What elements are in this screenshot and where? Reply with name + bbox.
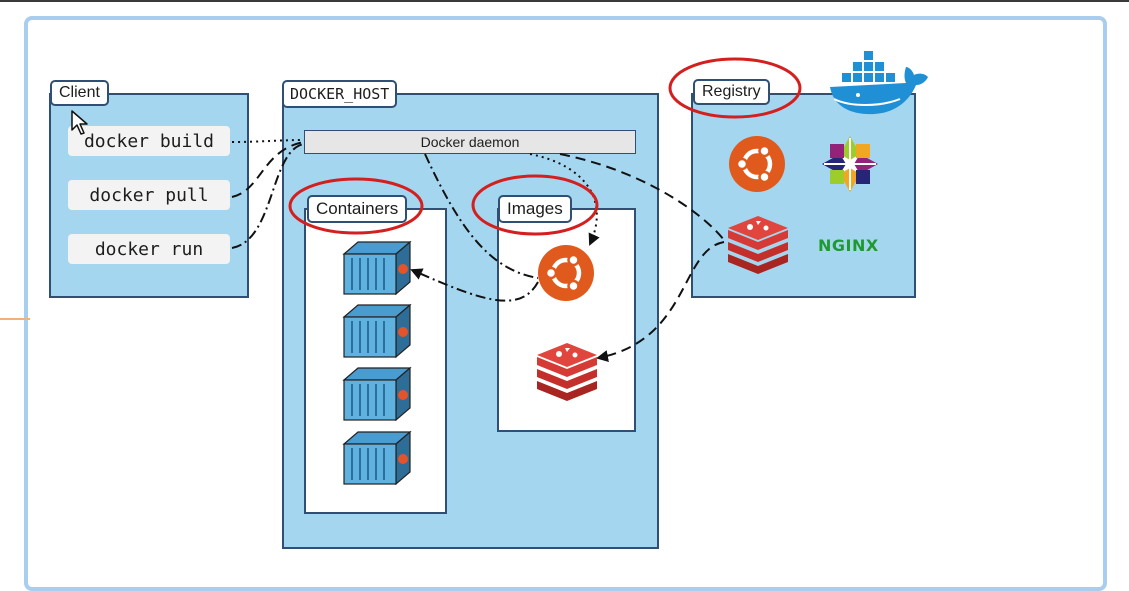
daemon-to-images-build-arrow [529,153,600,246]
client-label: Client [50,80,109,106]
image-to-container-arrow [410,268,539,302]
diagram-graphics [231,51,928,485]
container-icon [343,304,411,358]
docker-host-label: DOCKER_HOST [282,80,398,108]
docker-daemon-bar: Docker daemon [304,130,636,154]
registry-to-images-arrow [596,241,725,362]
registry-redis-icon [728,216,788,274]
images-label: Images [498,195,572,223]
ubuntu-image-icon [538,245,594,301]
centos-icon [822,136,878,192]
redis-image-icon [537,343,597,401]
container-icon [343,241,411,295]
registry-ubuntu-icon [729,136,785,192]
docker-whale-icon [830,51,928,115]
daemon-to-registry-arrow [559,153,725,241]
docker-build-command: docker build [68,126,230,156]
build-to-daemon-arrow [231,139,305,143]
registry-label: Registry [693,79,770,105]
containers-highlight-ellipse [288,177,424,235]
side-marker [0,318,30,320]
mouse-cursor-icon [71,110,88,135]
container-icon [343,431,411,485]
pull-to-daemon-arrow [231,141,305,198]
daemon-to-ubuntu-arrow [424,153,539,279]
container-icon [343,367,411,421]
registry-highlight-ellipse [668,57,802,119]
run-to-daemon-arrow [231,143,305,249]
docker-run-command: docker run [68,234,230,264]
containers-label: Containers [307,195,408,223]
images-highlight-ellipse [471,174,599,236]
top-border-line [0,0,1129,2]
docker-pull-command: docker pull [68,180,230,210]
registry-panel [691,93,916,298]
nginx-logo: NGINX [818,236,879,255]
